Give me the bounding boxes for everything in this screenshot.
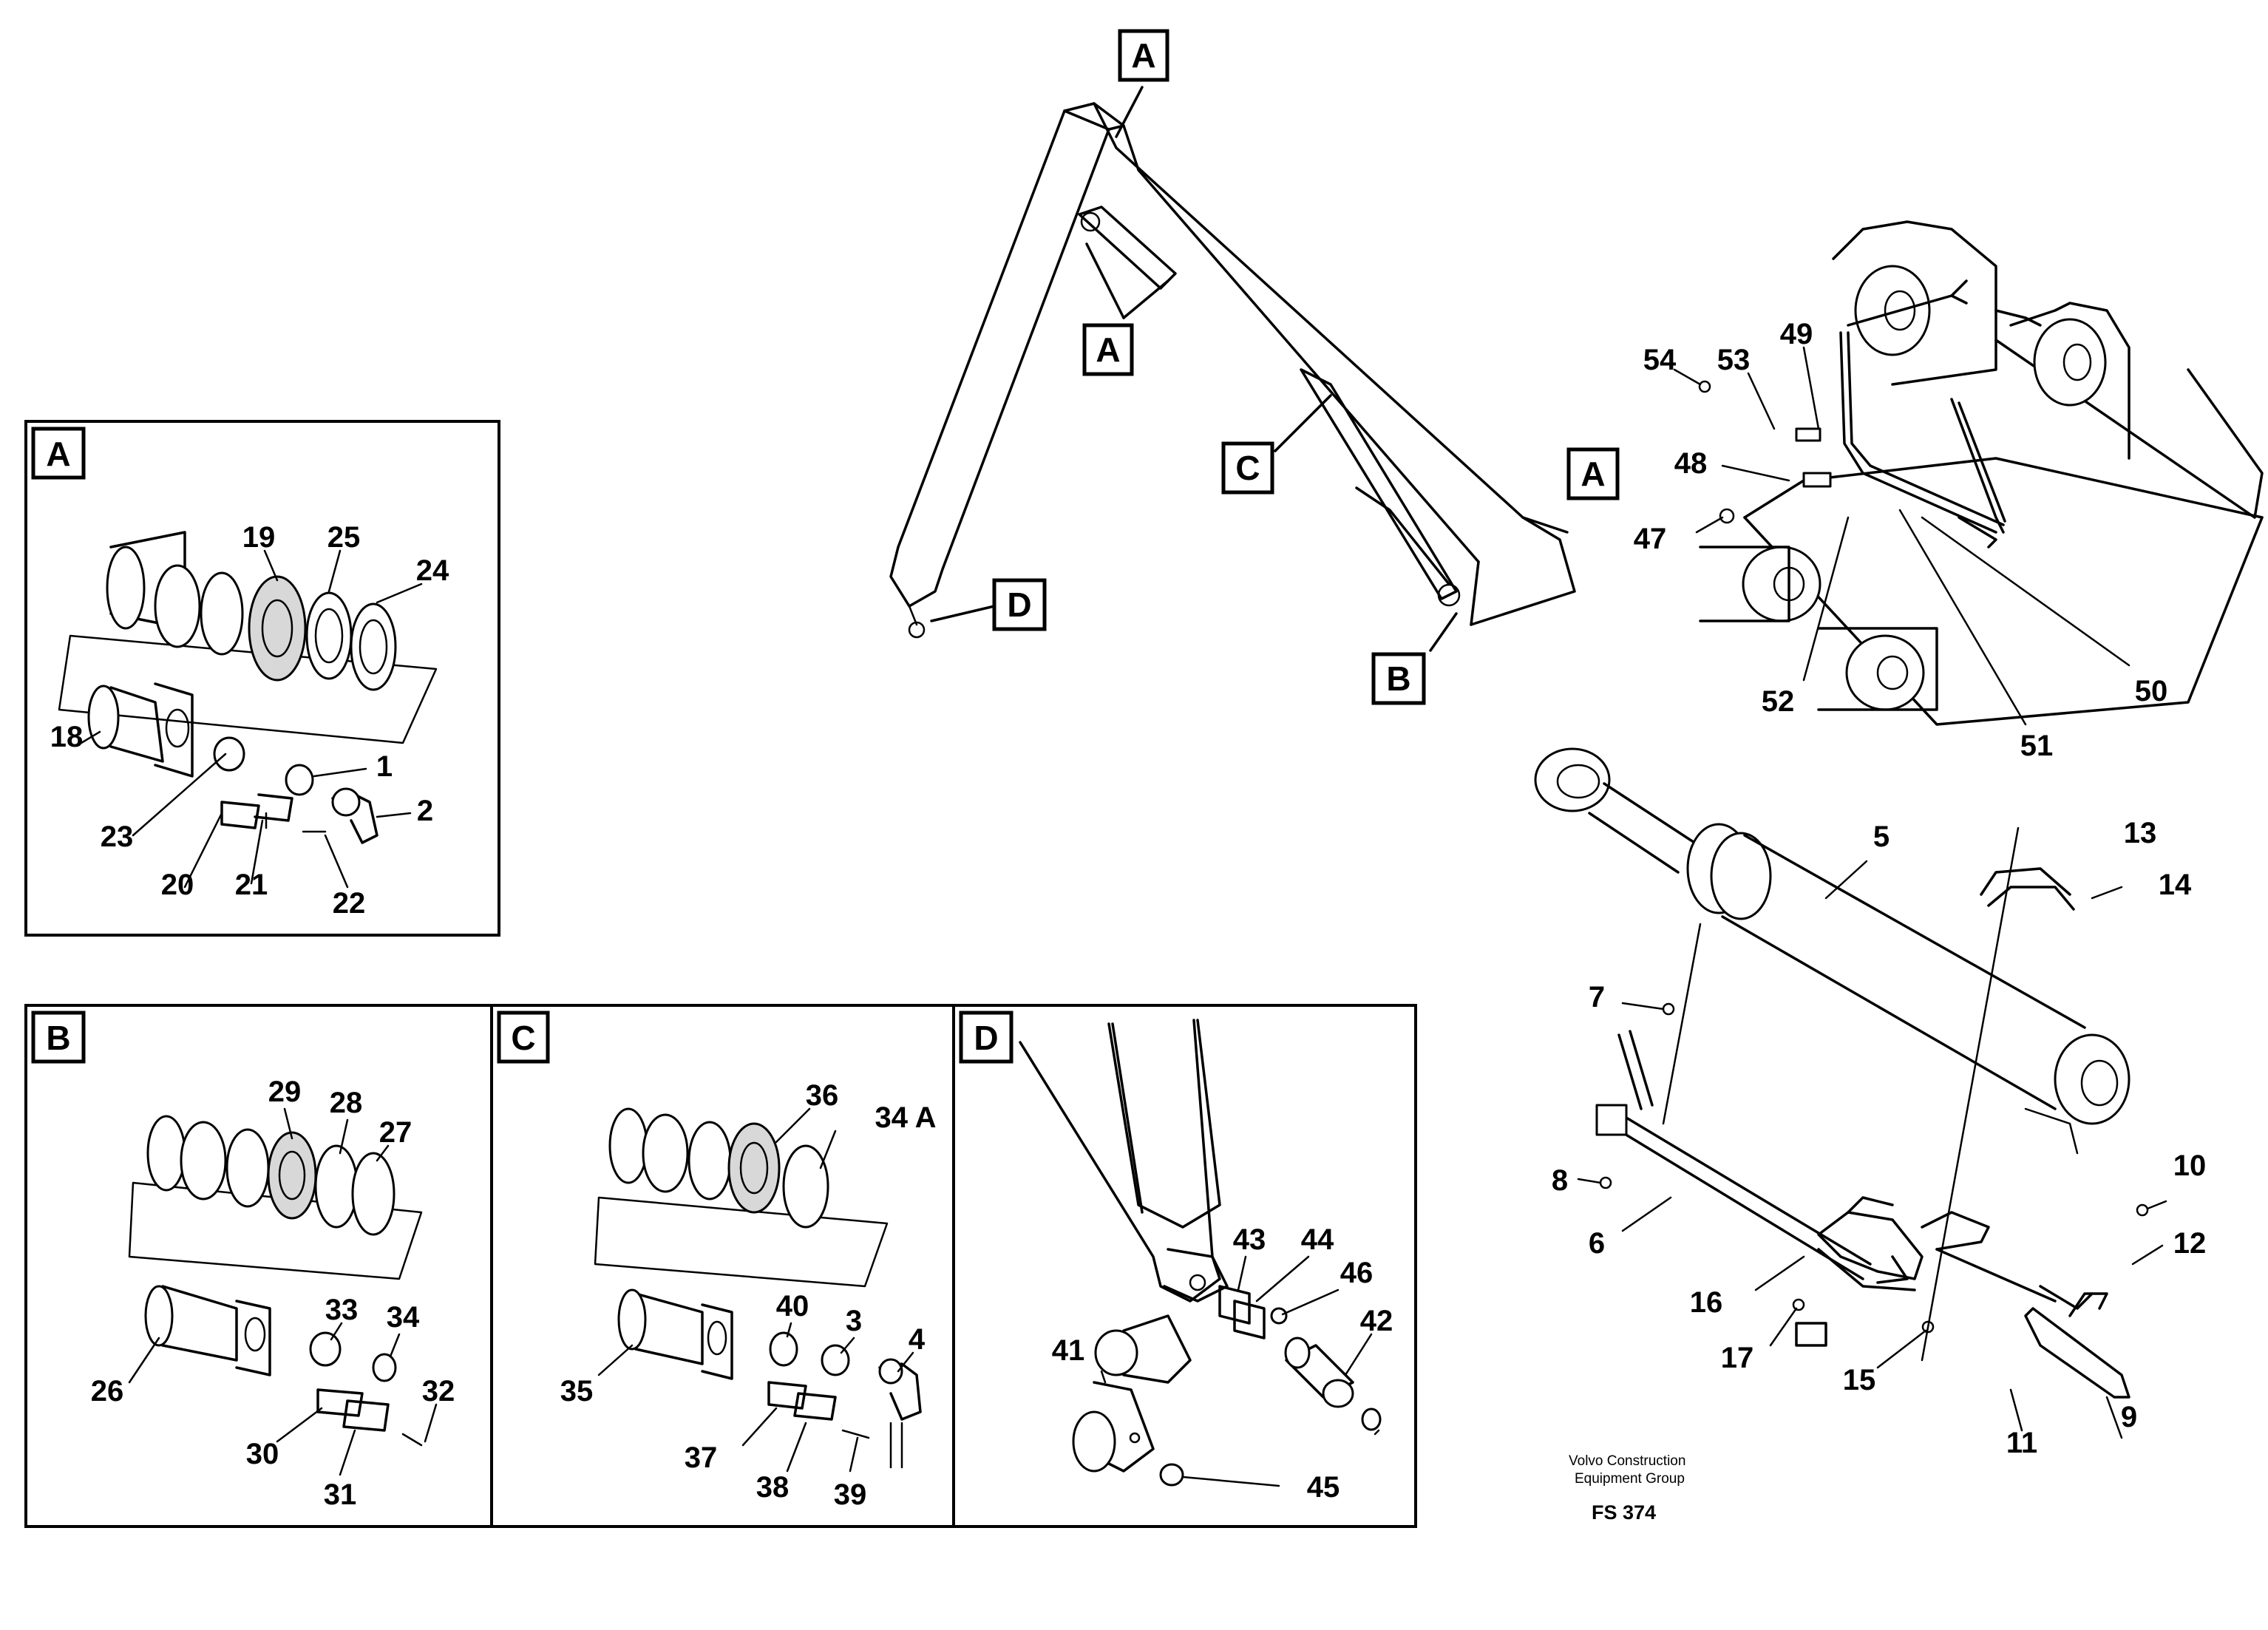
label-49: 49: [1780, 318, 1813, 350]
label-22: 22: [333, 887, 366, 920]
label-33: 33: [325, 1294, 359, 1326]
label-36: 36: [806, 1079, 839, 1112]
callout-leaders: [930, 86, 1458, 652]
label-11: 11: [2006, 1427, 2037, 1459]
label-25: 25: [327, 521, 361, 554]
label-32: 32: [422, 1375, 455, 1407]
label-5: 5: [1873, 821, 1890, 853]
label-1: 1: [376, 750, 393, 783]
callout-a-right: A: [1566, 447, 1620, 500]
label-2: 2: [417, 795, 433, 827]
label-19: 19: [242, 521, 276, 554]
label-16: 16: [1690, 1286, 1723, 1319]
cylinder-assembly-drawing: [1534, 747, 2131, 1399]
label-3: 3: [846, 1305, 862, 1337]
bracket-detail-drawing: [1699, 220, 2264, 726]
footer: Volvo Construction Equipment Group FS 37…: [1569, 1453, 1685, 1524]
label-34a: 34 A: [875, 1101, 936, 1134]
company-line-2: Equipment Group: [1575, 1471, 1685, 1487]
part-labels: 19 25 24 18 1 2 23 20 21 22 29 28 27 26 …: [50, 318, 2207, 1511]
label-21: 21: [235, 869, 268, 901]
label-26: 26: [91, 1375, 124, 1407]
label-7: 7: [1589, 981, 1605, 1013]
svg-text:A: A: [46, 435, 70, 473]
label-18: 18: [50, 721, 84, 753]
callout-a-top: A: [1118, 29, 1169, 82]
label-40: 40: [776, 1290, 809, 1322]
figure-id: FS 374: [1592, 1501, 1656, 1524]
label-23: 23: [101, 821, 134, 853]
label-48: 48: [1674, 447, 1708, 480]
panel-c-leaders: [597, 1107, 914, 1473]
boom-assembly-drawing: [889, 102, 1576, 639]
label-29: 29: [268, 1076, 302, 1108]
panel-c: C: [490, 1004, 955, 1528]
cylinder-leaders: [1577, 860, 2167, 1439]
label-37: 37: [685, 1441, 718, 1474]
label-12: 12: [2173, 1227, 2207, 1260]
label-46: 46: [1340, 1257, 1374, 1289]
label-15: 15: [1843, 1364, 1876, 1396]
panel-d-leaders: [1100, 1255, 1380, 1487]
svg-text:A: A: [1131, 36, 1155, 75]
label-38: 38: [756, 1471, 790, 1504]
svg-text:C: C: [511, 1019, 535, 1057]
label-54: 54: [1643, 344, 1677, 376]
label-28: 28: [330, 1087, 363, 1119]
panel-a-leaders: [80, 549, 423, 889]
svg-text:B: B: [46, 1019, 70, 1057]
label-20: 20: [161, 869, 194, 901]
callout-b: B: [1371, 652, 1426, 705]
label-41: 41: [1052, 1334, 1085, 1367]
label-24: 24: [416, 554, 449, 587]
label-44: 44: [1301, 1223, 1334, 1256]
label-51: 51: [2020, 730, 2054, 762]
svg-text:C: C: [1235, 449, 1260, 487]
svg-text:D: D: [1007, 585, 1031, 624]
callout-a-mid: A: [1082, 323, 1134, 376]
label-9: 9: [2121, 1401, 2137, 1433]
label-4: 4: [909, 1323, 926, 1356]
callout-d: D: [992, 578, 1047, 631]
label-34: 34: [387, 1301, 420, 1334]
label-31: 31: [324, 1478, 357, 1511]
label-6: 6: [1589, 1227, 1605, 1260]
label-35: 35: [560, 1375, 594, 1407]
label-39: 39: [834, 1478, 867, 1511]
label-14: 14: [2159, 869, 2192, 901]
label-53: 53: [1717, 344, 1751, 376]
label-27: 27: [379, 1116, 412, 1149]
label-43: 43: [1233, 1223, 1266, 1256]
label-10: 10: [2173, 1150, 2207, 1182]
label-30: 30: [246, 1438, 279, 1470]
panel-d: D: [952, 1004, 1417, 1528]
svg-text:A: A: [1096, 330, 1120, 369]
company-line-1: Volvo Construction: [1569, 1453, 1685, 1469]
label-13: 13: [2124, 817, 2157, 849]
bracket-leaders: [1673, 346, 2131, 726]
svg-text:A: A: [1581, 455, 1605, 493]
panel-a: A: [24, 420, 500, 937]
label-45: 45: [1307, 1471, 1340, 1504]
label-47: 47: [1634, 523, 1667, 555]
label-8: 8: [1552, 1164, 1568, 1197]
label-17: 17: [1721, 1342, 1754, 1374]
svg-text:D: D: [974, 1019, 998, 1057]
panel-b-leaders: [128, 1107, 438, 1476]
label-52: 52: [1762, 685, 1795, 718]
svg-text:B: B: [1386, 659, 1410, 698]
label-50: 50: [2135, 675, 2168, 707]
label-42: 42: [1360, 1305, 1393, 1337]
callout-c: C: [1221, 441, 1274, 495]
